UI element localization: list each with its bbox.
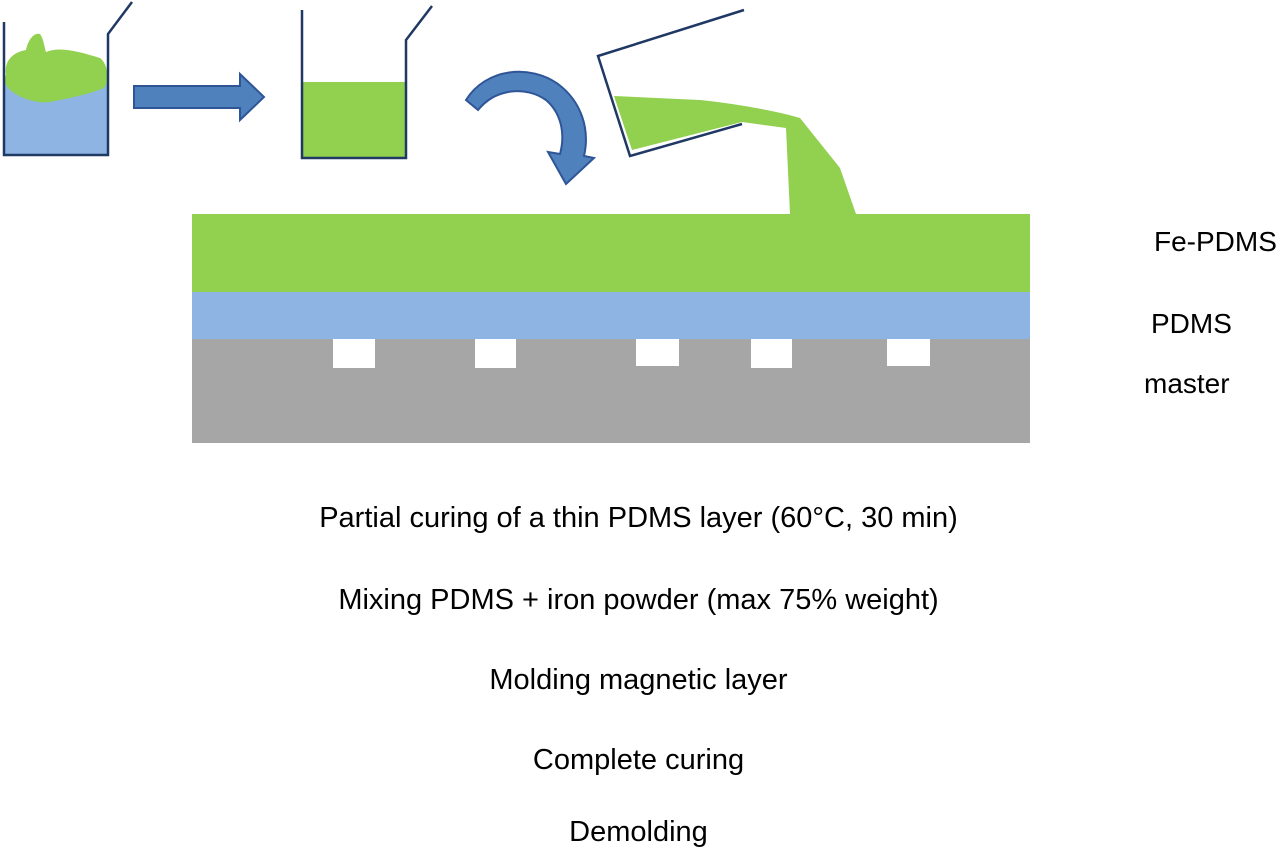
beaker-mixing [2, 1, 133, 157]
step-mixing: Mixing PDMS + iron powder (max 75% weigh… [338, 584, 939, 616]
step-partial-curing: Partial curing of a thin PDMS layer (60°… [319, 502, 958, 534]
curved-arrow-down-icon [464, 70, 597, 186]
beaker-1-iron-powder-blob [4, 33, 108, 103]
poured-fe-pdms-stream [614, 96, 856, 214]
pdms-layer [192, 292, 1030, 339]
block-arrow-right-icon [133, 71, 266, 123]
beaker-pouring [596, 8, 856, 214]
step-complete-curing: Complete curing [532, 744, 745, 776]
pouring-beaker-outline [596, 8, 745, 158]
label-pdms: PDMS [1151, 308, 1232, 339]
master-mold [192, 339, 1030, 443]
fe-pdms-layer [192, 214, 1030, 292]
label-fe-pdms: Fe-PDMS [1154, 226, 1277, 257]
beaker-mixed [300, 5, 433, 160]
beaker-2-fe-pdms-liquid [302, 82, 406, 158]
beaker-2-outline [300, 5, 433, 160]
step-demolding: Demolding [569, 816, 708, 848]
step-molding: Molding magnetic layer [489, 664, 788, 696]
beaker-1-outline [2, 1, 133, 157]
label-master: master [1144, 368, 1230, 399]
